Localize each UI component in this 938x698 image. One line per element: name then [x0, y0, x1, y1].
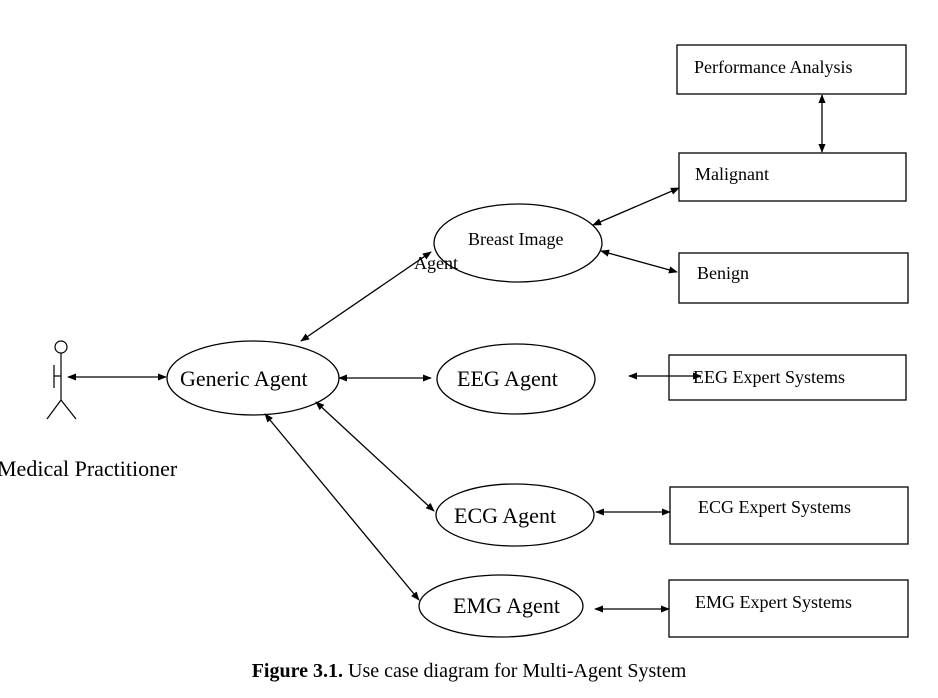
- arrow-generic-emg: [264, 413, 420, 601]
- eeg-agent-ellipse: [436, 343, 596, 415]
- emg-agent-label: EMG Agent: [453, 593, 560, 618]
- emg-expert-box: [668, 579, 909, 638]
- emg-expert-box-label: EMG Expert Systems: [695, 592, 852, 612]
- figure-caption-label: Figure 3.1.: [251, 660, 344, 682]
- breast-agent-label-line2: Agent: [414, 253, 458, 273]
- emg-agent-ellipse: [418, 574, 584, 638]
- performance-box-label: Performance Analysis: [694, 57, 853, 77]
- generic-agent-label: Generic Agent: [180, 366, 308, 391]
- arrow-breast-malignant: [592, 187, 680, 226]
- ecg-expert-box-label: ECG Expert Systems: [698, 497, 851, 517]
- ecg-expert-box: [669, 486, 909, 545]
- arrow-breast-benign: [600, 249, 678, 274]
- eeg-expert-box: [668, 354, 907, 401]
- arrow-generic-ecg: [315, 401, 435, 512]
- actor-leg-left: [46, 399, 62, 420]
- eeg-expert-box-label: EEG Expert Systems: [693, 367, 845, 387]
- benign-box: [678, 252, 909, 304]
- ecg-agent-label: ECG Agent: [454, 503, 557, 528]
- breast-agent-label-line1: Breast Image: [468, 229, 564, 249]
- malignant-box-label: Malignant: [695, 164, 769, 184]
- benign-box-label: Benign: [697, 263, 749, 283]
- figure-caption: Figure 3.1. Use case diagram for Multi-A…: [0, 660, 938, 683]
- ecg-agent-ellipse: [435, 483, 595, 547]
- performance-box: [676, 44, 907, 95]
- actor-head: [54, 340, 68, 354]
- eeg-agent-label: EEG Agent: [457, 366, 558, 391]
- figure-caption-text: Use case diagram for Multi-Agent System: [343, 660, 687, 682]
- actor-figure: [46, 340, 77, 420]
- actor-label: Medical Practitioner: [0, 456, 178, 481]
- actor-leg-right: [60, 399, 77, 420]
- malignant-box: [678, 152, 907, 202]
- breast-agent-ellipse: [433, 203, 603, 283]
- arrow-generic-breast: [300, 251, 432, 342]
